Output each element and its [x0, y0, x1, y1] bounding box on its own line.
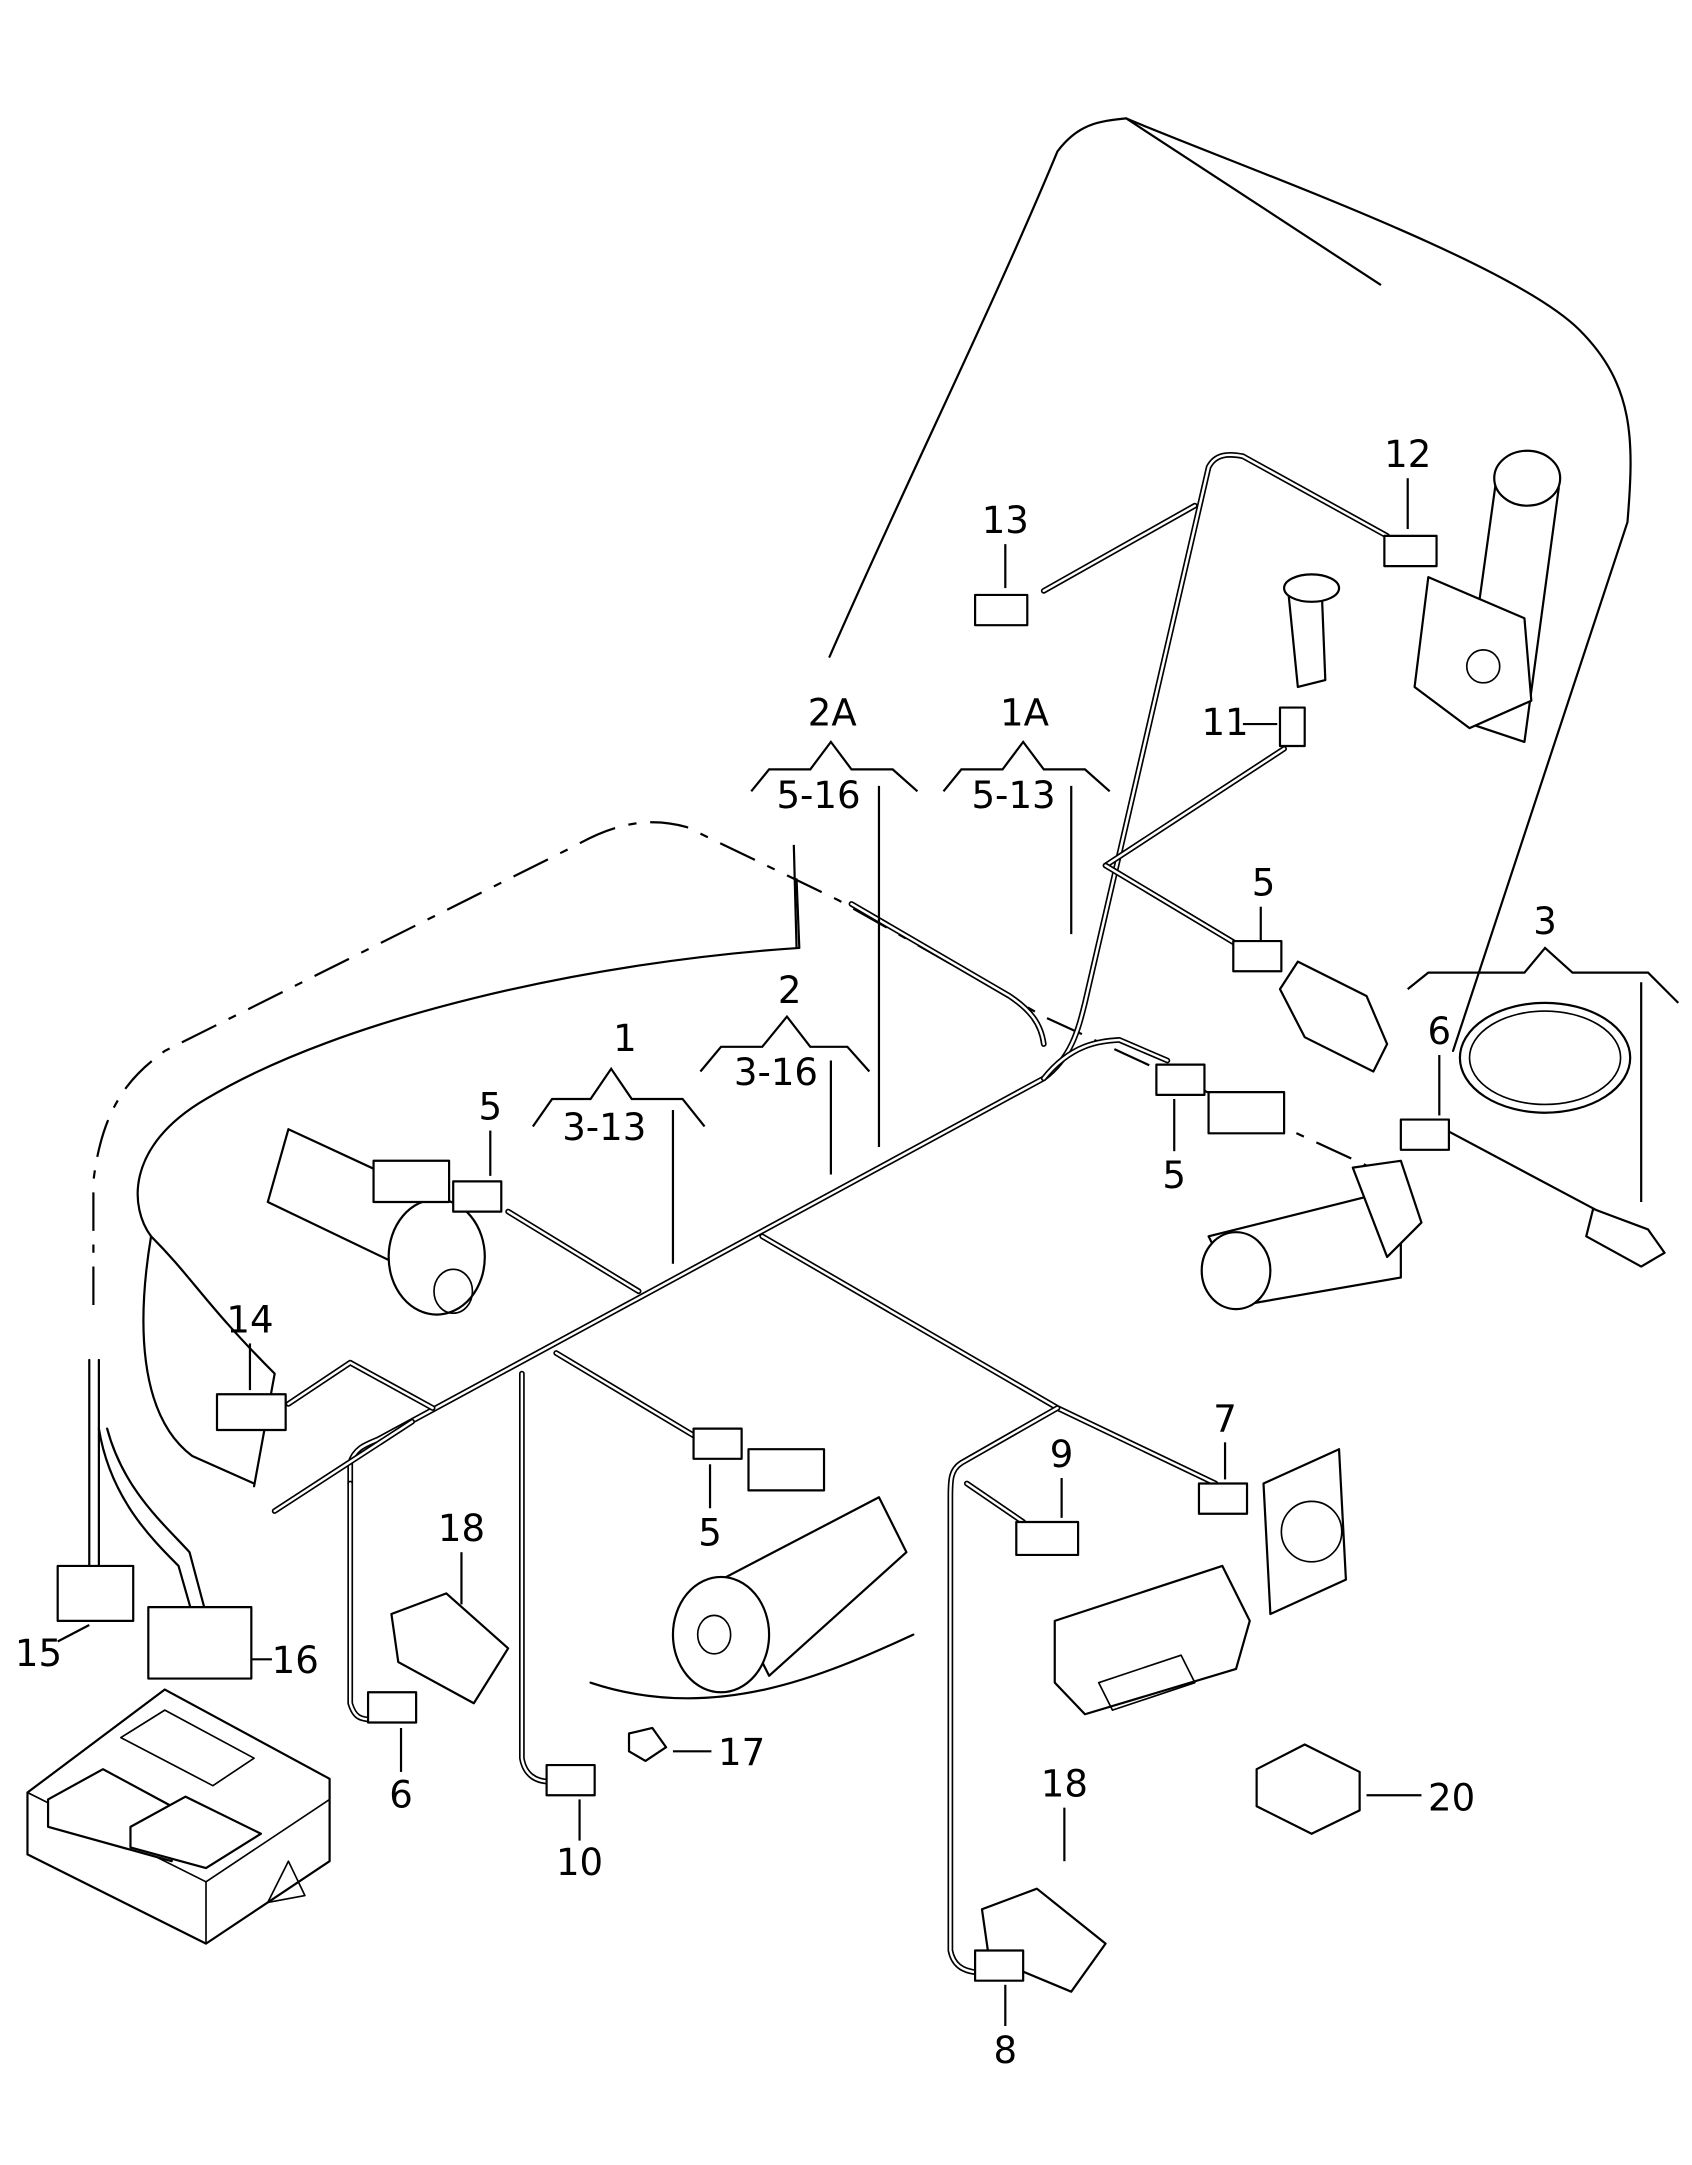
label-14: 14	[226, 1298, 273, 1341]
label-5-top: 5	[1252, 862, 1276, 905]
label-6-right: 6	[1428, 1010, 1452, 1053]
connectors	[215, 534, 1451, 1982]
callout-2-label: 2	[778, 969, 802, 1012]
clip-17	[627, 1726, 668, 1763]
label-12: 12	[1384, 433, 1431, 476]
motor-left-upper	[266, 1128, 486, 1316]
harness-trunk	[271, 451, 1390, 1976]
label-13: 13	[982, 499, 1029, 542]
label-5-right: 5	[1162, 1154, 1186, 1197]
connector-15	[56, 1564, 135, 1622]
label-7: 7	[1213, 1397, 1237, 1440]
cushion-outline-dashed	[92, 821, 1402, 1305]
callout-1A: 1A 5-13	[942, 691, 1111, 935]
label-6-left: 6	[389, 1774, 413, 1817]
callout-2A-range: 5-16	[776, 774, 860, 817]
label-16: 16	[272, 1639, 319, 1682]
label-18-right: 18	[1041, 1763, 1088, 1806]
cable-3	[1438, 1001, 1666, 1268]
callout-3: 3	[1407, 900, 1680, 1202]
backrest-outline-right	[1125, 117, 1632, 1053]
label-18-left: 18	[438, 1507, 485, 1550]
bundle-to-control-unit	[88, 1358, 208, 1616]
callout-1-label: 1	[613, 1017, 637, 1060]
connector-16	[147, 1606, 253, 1680]
motor-small-right	[1278, 960, 1389, 1073]
label-8: 8	[994, 2029, 1018, 2072]
label-11: 11	[1201, 701, 1248, 744]
callout-1-range: 3-13	[562, 1106, 646, 1149]
control-unit	[26, 1688, 331, 1945]
label-10: 10	[556, 1841, 603, 1884]
motor-center	[671, 1496, 908, 1694]
callout-2A: 2A 5-16	[750, 691, 919, 1148]
seat-switch	[1053, 1448, 1348, 1716]
label-20: 20	[1428, 1776, 1475, 1819]
callout-1A-label: 1A	[1000, 691, 1050, 734]
callout-2-range: 3-16	[734, 1051, 818, 1094]
label-5-left: 5	[478, 1086, 502, 1129]
cushion-side	[142, 1235, 256, 1485]
relay-holder-18-left	[390, 1592, 510, 1705]
motor-backrest	[1413, 449, 1562, 744]
motor-right-upper	[1200, 1159, 1423, 1311]
label-9: 9	[1050, 1433, 1074, 1476]
callout-2A-label: 2A	[808, 691, 858, 734]
actuator-backrest	[1283, 573, 1341, 689]
backrest-outline	[828, 117, 1382, 658]
callout-2: 2 3-16	[699, 969, 871, 1175]
cushion-outline	[136, 878, 801, 1488]
cushion-front-arc	[589, 1633, 915, 1700]
callout-1: 1 3-13	[531, 1017, 706, 1264]
item-labels: 12 13 11 5 6 5 5 14 5 7 9 18 15 16 6 10 …	[15, 433, 1475, 2072]
callout-1A-range: 5-13	[971, 774, 1055, 817]
label-15: 15	[15, 1632, 62, 1675]
label-17: 17	[718, 1731, 765, 1774]
label-5-center: 5	[698, 1511, 722, 1554]
part-20	[1255, 1743, 1361, 1835]
callout-3-label: 3	[1533, 900, 1557, 943]
